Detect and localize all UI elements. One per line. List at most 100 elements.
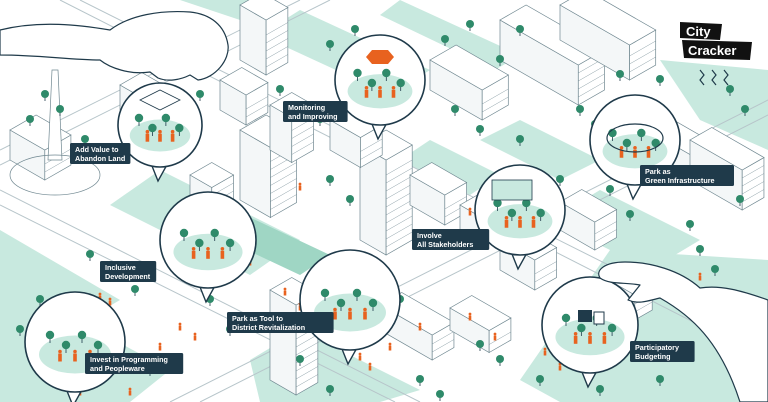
office-block — [219, 67, 269, 126]
tree — [556, 175, 564, 186]
hand-layer — [0, 11, 768, 402]
tree — [596, 385, 604, 396]
person — [388, 342, 392, 351]
tree — [466, 20, 474, 31]
bubble-label-line2: Budgeting — [635, 352, 671, 361]
logo-line2: Cracker — [688, 43, 736, 58]
tree — [476, 125, 484, 136]
high-rise — [359, 129, 413, 256]
bubble-label-box — [412, 229, 490, 250]
wave-arrow-icon — [723, 69, 729, 86]
tree — [416, 375, 424, 386]
row-houses — [559, 0, 657, 81]
person — [468, 312, 472, 321]
park-patch — [480, 120, 600, 180]
person — [358, 352, 362, 361]
tree — [741, 105, 749, 116]
bubble-label-box — [640, 165, 734, 186]
money-bag-icon — [578, 310, 592, 322]
bubble-label-box — [630, 341, 695, 362]
person — [698, 272, 702, 281]
bubble-label-box — [100, 261, 157, 282]
tree — [616, 70, 624, 81]
tree — [86, 250, 94, 261]
tree — [496, 55, 504, 66]
wave-arrow-icon — [699, 69, 705, 86]
calculator-icon — [593, 311, 605, 325]
person — [543, 347, 547, 356]
tree — [736, 195, 744, 206]
person — [298, 182, 302, 191]
tree — [576, 105, 584, 116]
hand-bottom-right — [598, 261, 768, 402]
bubble-label-line1: Park as — [645, 167, 671, 176]
bubble-label-line1: Monitoring — [288, 103, 325, 112]
tree — [436, 390, 444, 401]
person — [468, 207, 472, 216]
logo-line1: City — [686, 24, 711, 39]
bubble-label-box — [283, 101, 348, 122]
tree — [696, 245, 704, 256]
tree — [196, 90, 204, 101]
tree — [326, 175, 334, 186]
bubble-label-line1: Invest in Programming — [90, 355, 168, 364]
tree — [326, 40, 334, 51]
bubble-label-box — [85, 353, 184, 374]
bubble-label-line2: and Peopleware — [90, 364, 145, 373]
tree — [346, 195, 354, 206]
person — [283, 287, 287, 296]
person — [493, 332, 497, 341]
tree — [351, 25, 359, 36]
tree — [476, 340, 484, 351]
tree — [536, 375, 544, 386]
tree — [326, 385, 334, 396]
bubble-label-line2: District Revitalization — [232, 323, 305, 332]
tree — [296, 355, 304, 366]
bubble-label-line1: Park as Tool to — [232, 314, 284, 323]
person — [178, 322, 182, 331]
person — [158, 342, 162, 351]
bubble-label-line2: Abandon Land — [75, 154, 125, 163]
tree — [16, 325, 24, 336]
temple-block — [429, 44, 510, 121]
speech-board — [491, 179, 533, 201]
bubble-label-line2: Development — [105, 272, 151, 281]
tree — [26, 115, 34, 126]
bubble-label-line1: Inclusive — [105, 263, 136, 272]
tree — [606, 185, 614, 196]
bubble-label-box — [227, 312, 334, 333]
tree — [131, 285, 139, 296]
person — [193, 332, 197, 341]
tree — [496, 355, 504, 366]
ring-path — [606, 123, 664, 153]
tree — [686, 220, 694, 231]
park-patch — [400, 140, 500, 195]
shophouse-row — [559, 189, 618, 251]
tree — [516, 135, 524, 146]
city-cracker-logo: City Cracker — [680, 22, 752, 86]
tree — [276, 85, 284, 96]
tree — [711, 265, 719, 276]
tower-block — [239, 0, 289, 76]
bubble-label-line1: Involve — [417, 231, 442, 240]
bubble-label-box — [70, 143, 131, 164]
person — [128, 387, 132, 396]
tree — [36, 295, 44, 306]
lake — [660, 60, 768, 150]
tree — [41, 90, 49, 101]
temple-block — [409, 162, 468, 226]
tree — [626, 210, 634, 221]
hand-top-left — [0, 11, 229, 81]
grid-plot — [139, 89, 181, 111]
bubble-label-line2: All Stakeholders — [417, 240, 473, 249]
tree — [726, 85, 734, 96]
bubble-label-line2: Green Infrastructure — [645, 176, 715, 185]
